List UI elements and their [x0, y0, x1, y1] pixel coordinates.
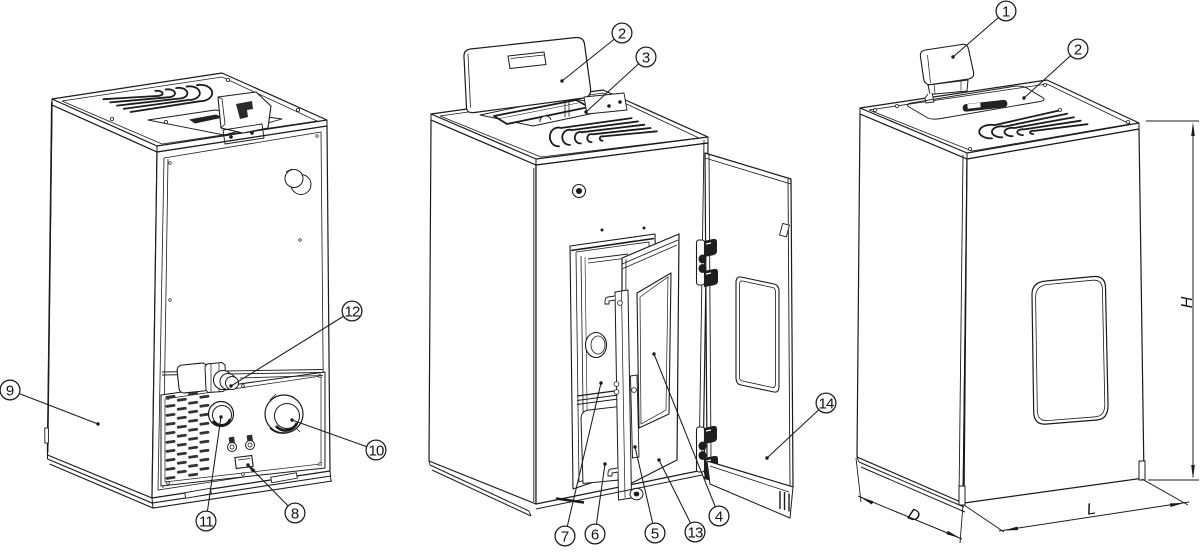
svg-text:5: 5 [651, 525, 659, 542]
svg-text:7: 7 [561, 528, 569, 545]
svg-text:H: H [1179, 296, 1196, 308]
svg-text:11: 11 [199, 513, 213, 530]
svg-text:1: 1 [1002, 3, 1010, 20]
svg-text:2: 2 [618, 25, 626, 42]
svg-text:9: 9 [6, 382, 14, 399]
svg-text:4: 4 [715, 508, 723, 525]
svg-text:3: 3 [642, 49, 650, 66]
svg-text:14: 14 [818, 395, 834, 412]
svg-text:13: 13 [687, 524, 703, 541]
svg-text:8: 8 [291, 505, 299, 522]
svg-text:10: 10 [368, 442, 384, 459]
svg-text:2: 2 [1074, 41, 1082, 58]
svg-text:12: 12 [344, 303, 360, 320]
svg-text:6: 6 [591, 526, 599, 543]
svg-text:L: L [1086, 500, 1097, 518]
